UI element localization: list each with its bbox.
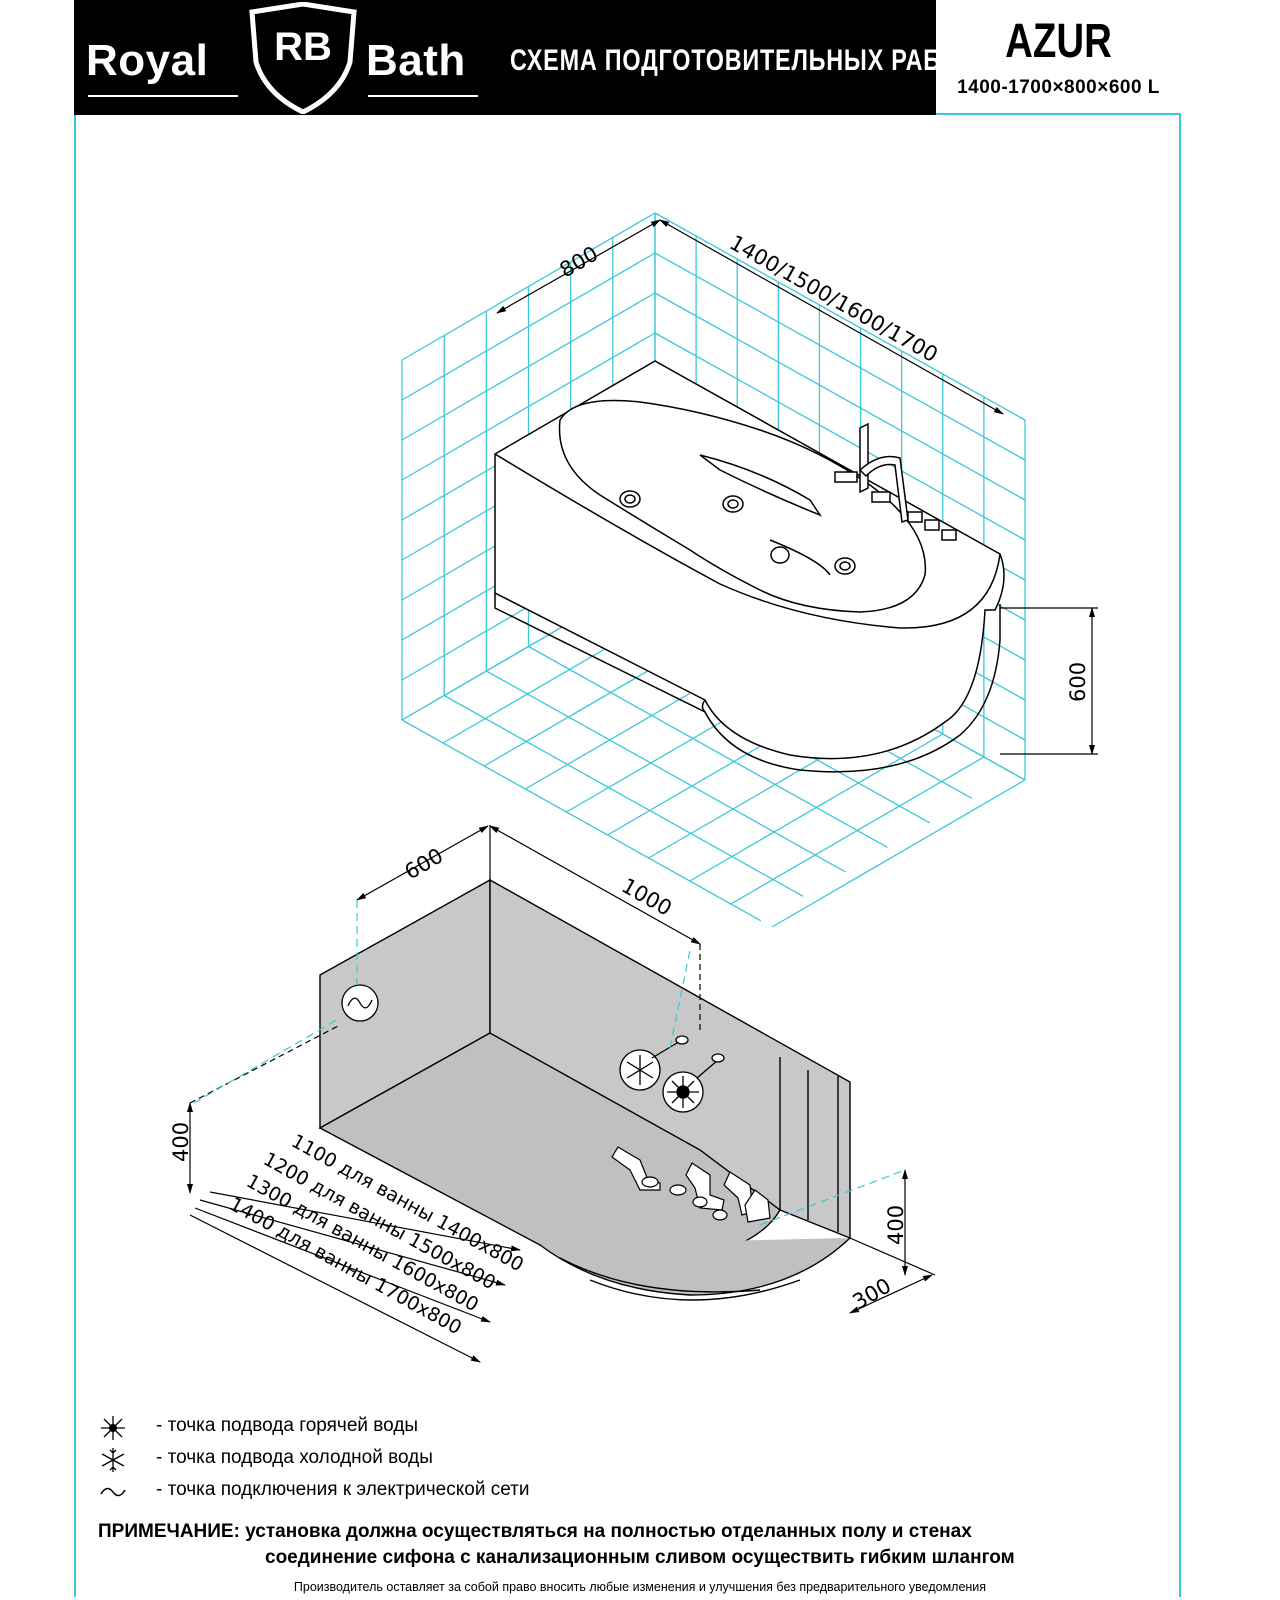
brand-name-left: Royal [86, 36, 209, 85]
brand-underline-left [88, 95, 238, 97]
brand-name-right: Bath [366, 36, 466, 85]
model-size: 1400-1700×800×600 L [957, 77, 1160, 98]
dim-bottom-left-height: 400 [169, 1122, 193, 1162]
drain-fittings-icon [611, 1146, 771, 1223]
bottom-dimensions [187, 825, 936, 1363]
legend-text-hot: - точка подвода горячей воды [156, 1415, 419, 1436]
electric-icon [100, 1487, 126, 1497]
dim-bottom-right-height: 400 [884, 1205, 908, 1245]
brand-logo-shield: RB [249, 2, 357, 114]
footer-disclaimer: Производитель оставляет за собой право в… [293, 1580, 987, 1594]
hot-water-icon [101, 1416, 125, 1440]
dim-bottom-depth: 600 [401, 843, 448, 884]
model-name: AZUR [1005, 15, 1112, 68]
cold-water-icon [101, 1448, 125, 1472]
bathtub [494, 360, 1005, 773]
dim-bottom-right-offset: 300 [849, 1273, 896, 1314]
dim-top-height: 600 [1066, 662, 1090, 702]
cold-water-point-icon [619, 1035, 689, 1091]
brand-logo-text: RB [274, 25, 332, 69]
installation-niche [318, 878, 851, 1301]
page-title: СХЕМА ПОДГОТОВИТЕЛЬНЫХ РАБОТ [510, 44, 975, 77]
hot-water-point-icon [662, 1053, 725, 1113]
electric-socket-icon [341, 984, 379, 1022]
legend-text-cold: - точка подвода холодной воды [156, 1447, 433, 1468]
sheet-frame [74, 0, 1181, 1597]
note-line-2: соединение сифона с канализационным слив… [265, 1547, 1015, 1568]
dim-top-length: 1400/1500/1600/1700 [726, 230, 942, 367]
brand-underline-right [368, 95, 478, 97]
faucet-icon [834, 422, 957, 541]
dashed-guides [193, 900, 906, 1226]
legend-text-electric: - точка подключения к электрической сети [156, 1479, 530, 1500]
note-line-1: ПРИМЕЧАНИЕ: установка должна осуществлят… [98, 1521, 972, 1542]
top-dimensions [496, 219, 1098, 755]
model-box [936, 0, 1181, 115]
